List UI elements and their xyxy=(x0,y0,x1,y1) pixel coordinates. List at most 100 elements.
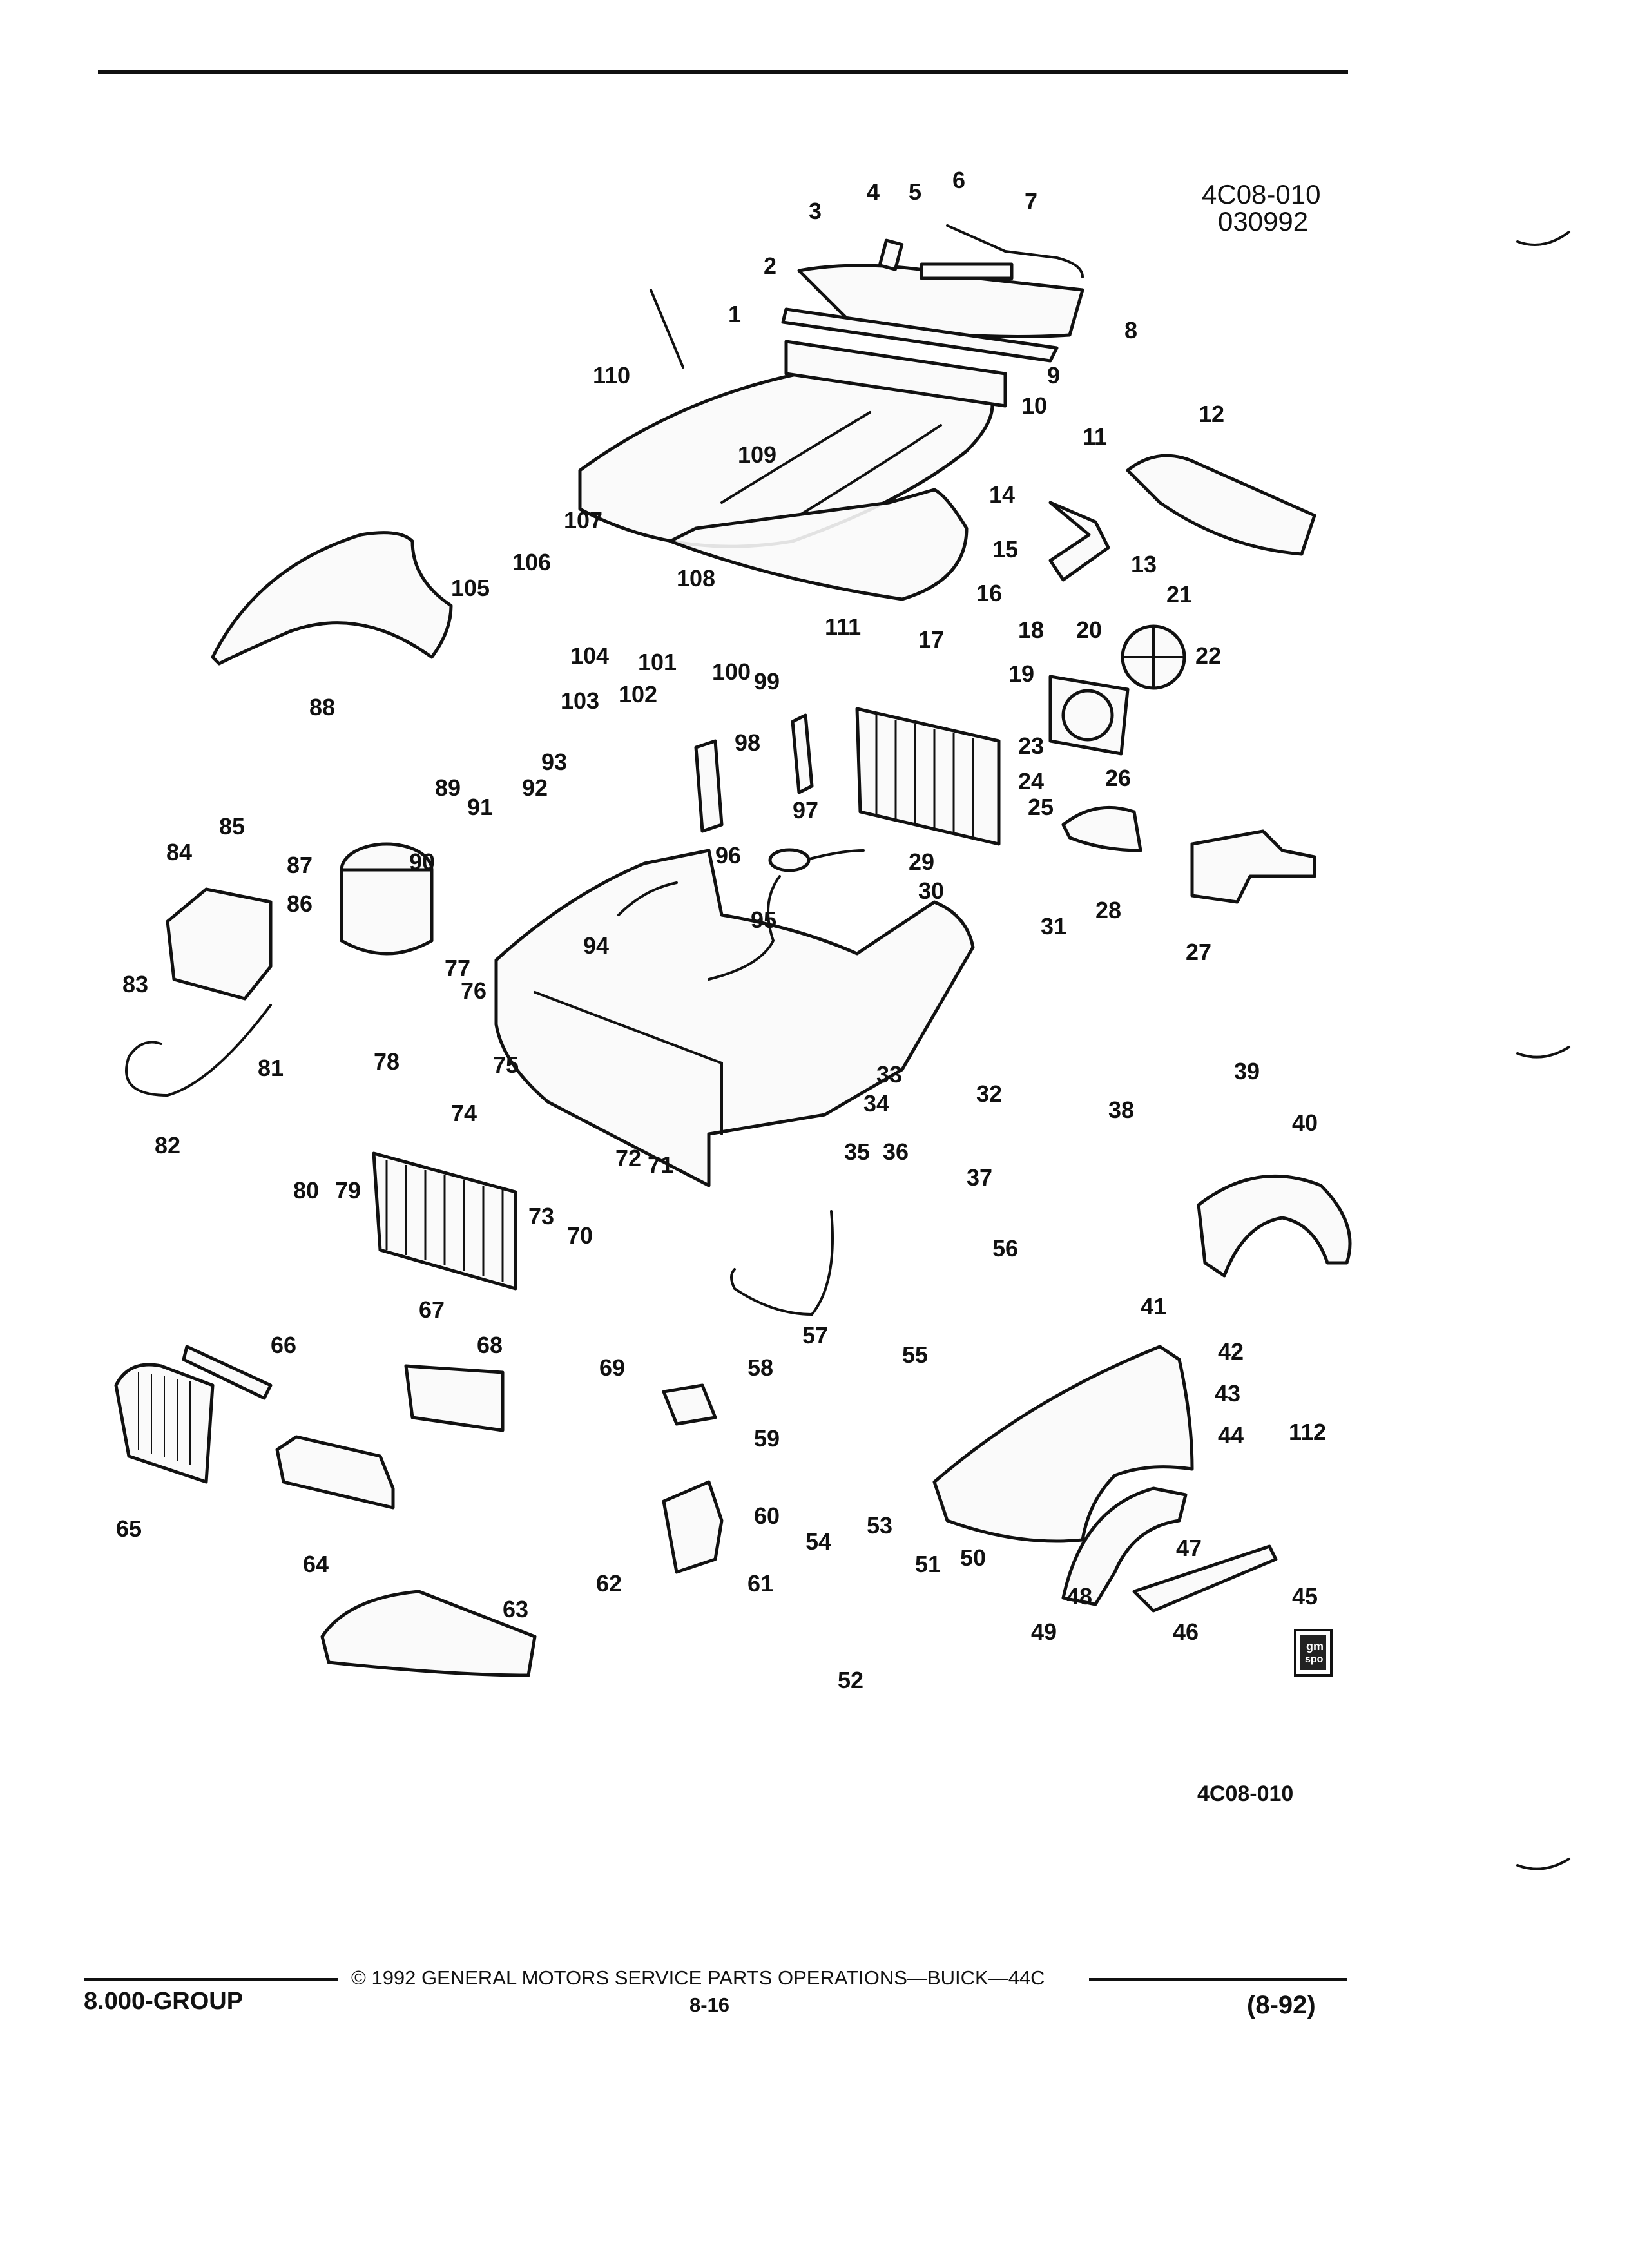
cable-57 xyxy=(730,1210,834,1316)
header-rule xyxy=(98,70,1348,74)
callout-89: 89 xyxy=(435,774,461,801)
part-5 xyxy=(920,262,1014,280)
callout-91: 91 xyxy=(467,794,494,820)
horn-59 xyxy=(662,1383,717,1426)
support-97 xyxy=(791,713,814,794)
callout-3: 3 xyxy=(809,198,822,224)
binder-mark-2 xyxy=(1516,1046,1570,1059)
hood-prop-rod xyxy=(650,289,684,369)
callout-105: 105 xyxy=(451,575,490,601)
callout-52: 52 xyxy=(838,1667,864,1693)
callout-112: 112 xyxy=(1289,1419,1327,1445)
callout-58: 58 xyxy=(747,1354,774,1381)
rear-liner xyxy=(1061,1486,1188,1606)
callout-76: 76 xyxy=(461,977,487,1004)
headlamp-64 xyxy=(275,1435,395,1510)
intake-duct xyxy=(1061,805,1142,852)
callout-80: 80 xyxy=(293,1177,320,1204)
callout-14: 14 xyxy=(989,481,1016,508)
callout-30: 30 xyxy=(918,878,945,904)
callout-69: 69 xyxy=(599,1354,626,1381)
callout-95: 95 xyxy=(751,907,777,933)
callout-9: 9 xyxy=(1047,362,1061,389)
callout-75: 75 xyxy=(493,1052,519,1078)
callout-7: 7 xyxy=(1025,188,1038,215)
binder-mark-1 xyxy=(1516,231,1570,246)
callout-10: 10 xyxy=(1021,392,1048,419)
callout-102: 102 xyxy=(619,681,658,707)
wheel-liner xyxy=(1197,1175,1352,1278)
callout-28: 28 xyxy=(1095,897,1122,923)
callout-77: 77 xyxy=(445,955,471,981)
footer-rule-right xyxy=(1089,1978,1347,1981)
part-7 xyxy=(946,224,1084,278)
callout-106: 106 xyxy=(512,549,552,575)
callout-99: 99 xyxy=(754,668,780,695)
callout-2: 2 xyxy=(764,253,777,279)
callout-61: 61 xyxy=(747,1570,774,1597)
hood-seal xyxy=(784,340,1007,408)
footer-rule-left xyxy=(84,1978,338,1981)
callout-35: 35 xyxy=(844,1139,871,1165)
callout-39: 39 xyxy=(1234,1058,1260,1084)
callout-40: 40 xyxy=(1292,1110,1318,1136)
washer-reservoir xyxy=(166,887,273,1001)
callout-27: 27 xyxy=(1186,939,1212,965)
callout-15: 15 xyxy=(992,536,1019,562)
callout-62: 62 xyxy=(596,1570,622,1597)
callout-66: 66 xyxy=(271,1332,297,1358)
callout-6: 6 xyxy=(952,167,966,193)
callout-45: 45 xyxy=(1292,1583,1318,1610)
lamp-68 xyxy=(404,1364,505,1432)
callout-82: 82 xyxy=(155,1132,181,1158)
callout-78: 78 xyxy=(374,1048,400,1075)
callout-13: 13 xyxy=(1131,551,1157,577)
part-4 xyxy=(878,238,904,271)
callout-64: 64 xyxy=(303,1551,329,1577)
callout-94: 94 xyxy=(583,932,610,959)
callout-55: 55 xyxy=(902,1341,929,1368)
air-deflector xyxy=(1126,454,1316,556)
callout-48: 48 xyxy=(1066,1583,1093,1610)
footer-group: 8.000-GROUP xyxy=(84,1988,244,2015)
left-fender xyxy=(211,531,453,666)
figure-code-bottom: 4C08-010 xyxy=(1197,1782,1294,1806)
callout-72: 72 xyxy=(615,1145,642,1171)
callout-104: 104 xyxy=(570,642,610,669)
callout-70: 70 xyxy=(567,1222,593,1249)
callout-65: 65 xyxy=(116,1515,142,1542)
callout-26: 26 xyxy=(1105,765,1132,791)
callout-81: 81 xyxy=(258,1055,284,1081)
callout-5: 5 xyxy=(909,178,922,205)
callout-47: 47 xyxy=(1176,1535,1202,1561)
callout-4: 4 xyxy=(867,178,880,205)
callout-42: 42 xyxy=(1218,1338,1244,1365)
callout-25: 25 xyxy=(1028,794,1054,820)
footer-page-number: 8-16 xyxy=(689,1994,730,2016)
callout-96: 96 xyxy=(715,842,742,869)
callout-60: 60 xyxy=(754,1503,780,1529)
bracket-60 xyxy=(662,1480,724,1574)
callout-74: 74 xyxy=(451,1100,477,1126)
hose-82 xyxy=(125,1004,272,1097)
callout-49: 49 xyxy=(1031,1619,1057,1645)
callout-88: 88 xyxy=(309,694,336,720)
callout-87: 87 xyxy=(287,852,313,878)
callout-100: 100 xyxy=(712,658,751,685)
callout-12: 12 xyxy=(1199,401,1225,427)
figure-code-top: 4C08-010 xyxy=(1202,179,1321,209)
callout-33: 33 xyxy=(876,1061,903,1088)
support-98 xyxy=(694,739,724,833)
callout-37: 37 xyxy=(967,1164,993,1191)
callout-34: 34 xyxy=(863,1090,890,1117)
callout-19: 19 xyxy=(1008,660,1035,687)
rocker-molding xyxy=(1132,1544,1278,1613)
callout-20: 20 xyxy=(1076,617,1103,643)
callout-36: 36 xyxy=(883,1139,909,1165)
callout-84: 84 xyxy=(166,839,193,865)
callout-98: 98 xyxy=(735,729,761,756)
callout-103: 103 xyxy=(561,687,600,714)
gm-spo-logo-top: gm xyxy=(1306,1640,1324,1653)
cowl-seal xyxy=(781,307,1059,363)
callout-41: 41 xyxy=(1141,1293,1167,1320)
